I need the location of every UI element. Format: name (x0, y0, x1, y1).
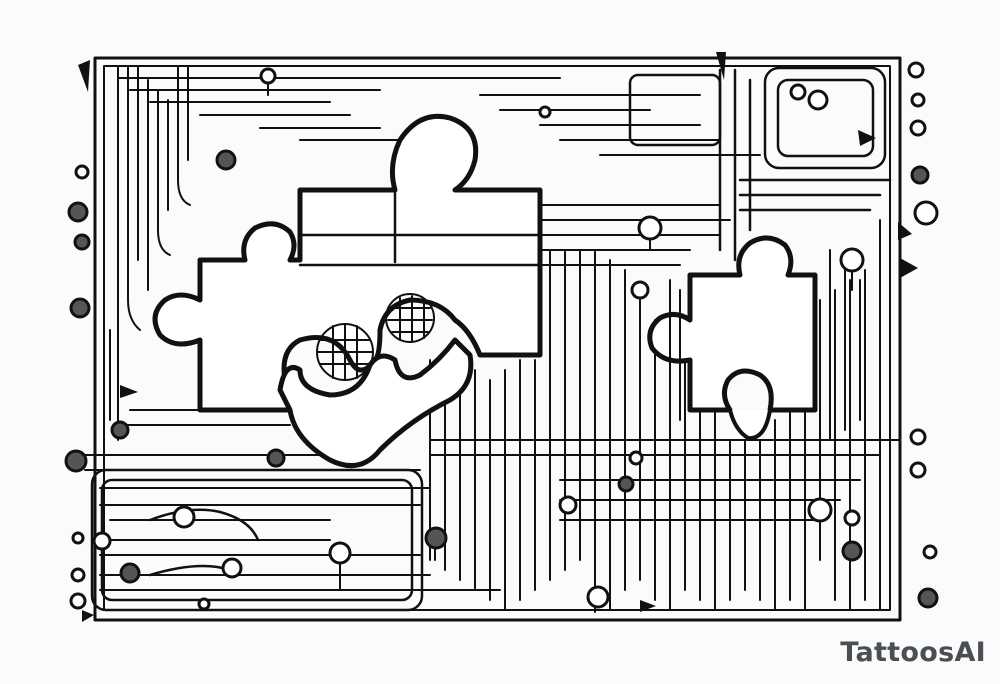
puzzle-piece-inner-lines (298, 188, 542, 267)
top-right-structures (628, 66, 892, 262)
puzzle-piece-small (647, 235, 818, 413)
mesh-circle (316, 293, 435, 381)
hollow-nodes (69, 61, 939, 611)
lower-horizontal-traces (79, 439, 901, 591)
puzzle-piece-large (152, 113, 543, 413)
left-trace-bundle (109, 65, 191, 441)
puzzle-piece-lower-lobe (277, 337, 474, 469)
frame-traces (93, 56, 902, 622)
right-trace-bundle (669, 249, 861, 441)
watermark-logo: TattoosAI (840, 637, 986, 668)
puzzle-piece-small-tab (728, 408, 772, 441)
top-trace-bundle (117, 77, 761, 156)
triangle-terminals (78, 52, 918, 622)
filled-nodes (64, 149, 939, 609)
